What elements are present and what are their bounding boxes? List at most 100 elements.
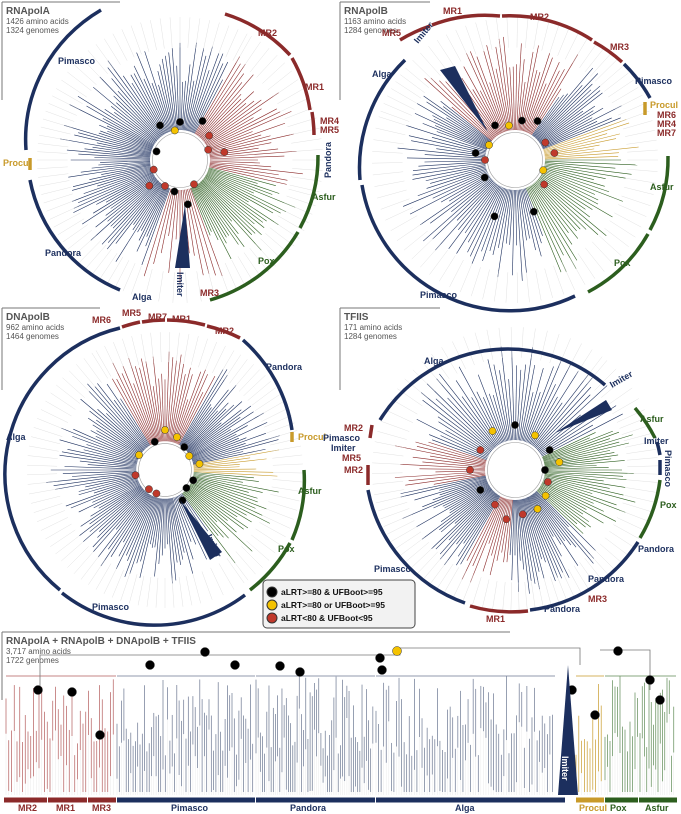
support-node <box>135 451 143 459</box>
support-node <box>152 147 161 156</box>
support-node <box>95 730 105 740</box>
arc-asfur <box>648 155 670 231</box>
support-node <box>590 710 600 720</box>
tree-dnapolb <box>27 332 303 608</box>
support-node <box>529 207 538 216</box>
legend-red-dot <box>266 612 278 624</box>
label-alga: Alga <box>132 292 152 302</box>
legend-yellow-dot <box>266 599 278 611</box>
support-node <box>485 141 493 149</box>
label-pandora-b: Pandora <box>588 574 625 584</box>
support-node <box>491 121 499 130</box>
panel-title: RNApolA <box>6 6 50 17</box>
label-alga: Alga <box>424 356 444 366</box>
panel-dnapolb: DNApolB 962 amino acids 1464 genomes MR6… <box>3 308 326 627</box>
label-mr6: MR6 <box>92 315 111 325</box>
support-node <box>145 660 155 670</box>
support-node <box>518 510 527 519</box>
label-mr2: MR2 <box>18 803 37 813</box>
arc-mr2 <box>206 324 241 340</box>
arc-mr45 <box>310 111 316 136</box>
label-pimasco-bottom: Pimasco <box>420 290 458 300</box>
label-pox: Pox <box>660 500 677 510</box>
support-node <box>178 496 187 505</box>
support-node <box>275 661 285 671</box>
label-pox: Pox <box>278 544 295 554</box>
label-pox: Pox <box>610 803 627 813</box>
arc-asfur <box>633 406 657 439</box>
label-alga: Alga <box>455 803 475 813</box>
label-pandora: Pandora <box>266 362 303 372</box>
support-node <box>220 148 229 157</box>
support-node <box>555 458 564 467</box>
legend: aLRT>=80 & UFBoot>=95 aLRT>=80 or UFBoot… <box>262 579 416 629</box>
arc-mr57 <box>141 318 166 324</box>
clade-arcs <box>23 8 320 302</box>
support-node <box>481 156 489 164</box>
support-node <box>183 200 192 209</box>
support-node <box>152 489 161 498</box>
label-asfur: Asfur <box>645 803 669 813</box>
label-mr2-a: MR2 <box>344 423 363 433</box>
label-pimasco: Pimasco <box>58 56 96 66</box>
label-mr1: MR1 <box>56 803 75 813</box>
label-mr3: MR3 <box>588 594 607 604</box>
arc-pimasco-top <box>622 62 652 99</box>
arc-asfur <box>298 154 320 229</box>
label-alga: Alga <box>372 69 392 79</box>
support-node <box>544 478 552 486</box>
label-pandora: Pandora <box>323 141 333 178</box>
panel-genomes: 1324 genomes <box>6 26 59 35</box>
panel-aa: 171 amino acids <box>344 323 402 332</box>
arc-mr1 <box>469 604 529 614</box>
support-node <box>198 117 207 125</box>
support-node <box>392 646 402 656</box>
support-node <box>480 173 489 182</box>
label-mr3: MR3 <box>610 42 629 52</box>
label-asfur: Asfur <box>298 486 322 496</box>
support-node <box>185 452 194 460</box>
label-mr2-b: MR2 <box>344 465 363 475</box>
support-node <box>476 486 485 494</box>
label-mr1: MR1 <box>486 614 505 624</box>
clade-arcs <box>3 318 307 627</box>
label-procul: Procul <box>3 158 31 168</box>
label-imiter-left: Imiter <box>331 443 356 453</box>
support-node <box>67 687 77 697</box>
label-asfur: Asfur <box>312 192 336 202</box>
label-mr6: MR6 <box>657 110 676 120</box>
support-node <box>161 182 169 190</box>
support-node <box>182 484 191 492</box>
support-node <box>533 505 542 513</box>
imiter-wedge <box>558 665 578 795</box>
arc-asfur <box>290 469 307 541</box>
panel-combined: RNApolA + RNApolB + DNApolB + TFIIS 3,71… <box>4 636 677 813</box>
panel-dividers <box>1 1 510 700</box>
label-procul: Procul <box>579 803 607 813</box>
panel-genomes: 1464 genomes <box>6 332 59 341</box>
support-node <box>189 476 198 485</box>
support-node <box>377 665 387 675</box>
support-node <box>149 165 158 174</box>
arc-mr3 <box>593 40 624 64</box>
panel-title: DNApolB <box>6 312 50 323</box>
panel-aa: 1426 amino acids <box>6 17 69 26</box>
support-node <box>541 138 550 147</box>
label-imiter-top: Imiter <box>608 369 635 390</box>
label-pandora: Pandora <box>290 803 327 813</box>
arc-pimasco <box>23 8 102 151</box>
support-node <box>190 180 198 189</box>
label-mr2: MR2 <box>530 12 549 22</box>
arc-pimasco-bottom <box>360 184 576 313</box>
arc-alga <box>378 347 607 421</box>
support-node <box>204 145 213 154</box>
label-pandora: Pandora <box>45 248 82 258</box>
label-mr4: MR4 <box>320 116 339 126</box>
label-pimasco-bottom: Pimasco <box>374 564 412 574</box>
imiter-wedge <box>180 500 222 560</box>
panel-rnapola: RNApolA 1426 amino acids 1324 genomes Pi… <box>3 6 339 303</box>
support-node <box>539 166 548 175</box>
legend-yellow-label: aLRT>=80 or UFBoot>=95 <box>281 600 385 610</box>
support-node <box>173 433 181 441</box>
